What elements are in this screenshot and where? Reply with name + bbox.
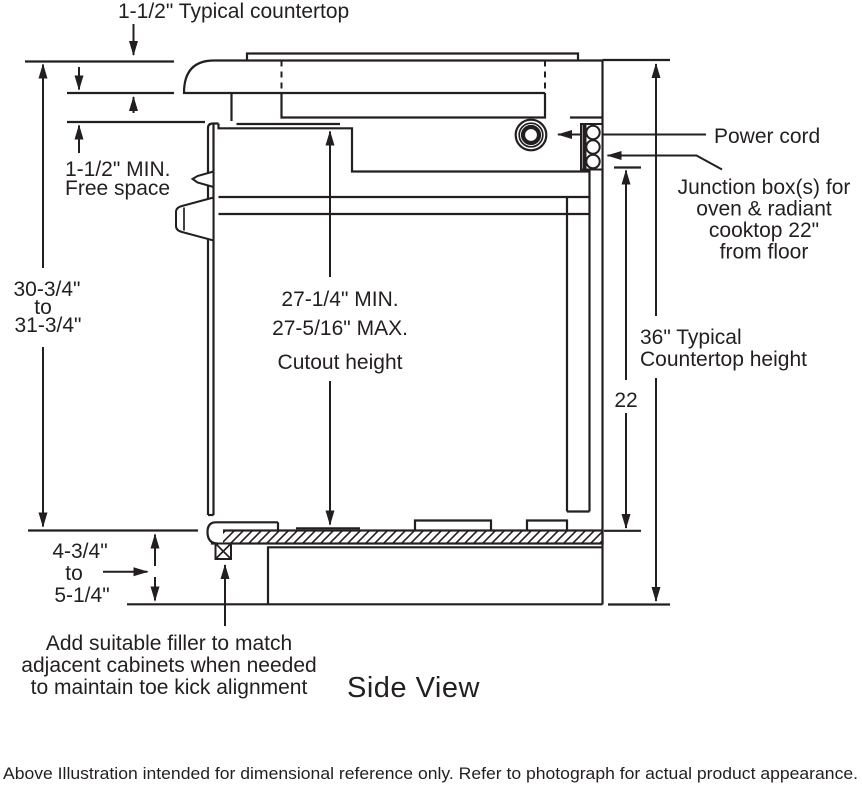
power-cord-icon bbox=[514, 118, 548, 152]
dim-junction-height-22: 22 bbox=[604, 166, 641, 532]
cooktop-lip bbox=[245, 52, 580, 61]
bottom-trim bbox=[206, 521, 278, 545]
cooktop-slab bbox=[182, 59, 603, 95]
range-height-line3: 31-3/4" bbox=[15, 314, 82, 337]
power-cord-label: Power cord bbox=[714, 125, 820, 148]
free-space-label-line2: Free space bbox=[65, 177, 170, 200]
countertop-height-line1: 36" Typical bbox=[640, 326, 742, 349]
junction-label-line3: cooktop 22" bbox=[709, 219, 819, 242]
junction-box-callout: Junction box(s) for oven & radiant cookt… bbox=[580, 123, 851, 264]
filler-note-line1: Add suitable filler to match bbox=[46, 632, 292, 655]
disclaimer-text: Above Illustration intended for dimensio… bbox=[3, 765, 858, 783]
cooktop-profile bbox=[182, 52, 603, 126]
dim-22-label: 22 bbox=[614, 389, 637, 412]
free-space-label-line1: 1-1/2" MIN. bbox=[65, 158, 170, 181]
door-handle-icon bbox=[175, 196, 215, 242]
power-cord-callout: Power cord bbox=[514, 118, 820, 152]
filler-note-line2: adjacent cabinets when needed bbox=[21, 654, 316, 677]
cooktop-body bbox=[280, 93, 547, 119]
dim-free-space: 1-1/2" MIN. Free space bbox=[65, 67, 170, 200]
filler-note-line3: to maintain toe kick alignment bbox=[31, 676, 308, 699]
hatch-strip bbox=[210, 529, 604, 545]
dim-cutout-height: 27-1/4" MIN. 27-5/16" MAX. Cutout height bbox=[272, 130, 408, 530]
countertop-height-line2: Countertop height bbox=[640, 348, 807, 371]
junction-box-icon bbox=[580, 123, 604, 171]
support-foot-left bbox=[413, 519, 493, 531]
support-foot-right bbox=[525, 519, 569, 531]
junction-label-line2: oven & radiant bbox=[696, 198, 832, 221]
toe-kick-label-line2: to bbox=[65, 562, 83, 585]
dim-toe-kick: 4-3/4" to 5-1/4" bbox=[52, 533, 160, 607]
dim-countertop-thickness: 1-1/2" Typical countertop bbox=[118, 0, 349, 113]
toe-kick-label-line1: 4-3/4" bbox=[52, 540, 107, 563]
countertop-thickness-label: 1-1/2" Typical countertop bbox=[118, 0, 349, 23]
dim-range-height: 30-3/4" to 31-3/4" bbox=[14, 63, 198, 532]
cutout-label-line2: 27-5/16" MAX. bbox=[272, 317, 408, 340]
filler-note: Add suitable filler to match adjacent ca… bbox=[21, 564, 317, 699]
toe-kick-label-line3: 5-1/4" bbox=[54, 584, 109, 607]
countertop-left-profile bbox=[25, 60, 205, 124]
junction-label-line1: Junction box(s) for bbox=[678, 176, 851, 199]
junction-box-leader bbox=[606, 151, 723, 171]
dim-countertop-height-36: 36" Typical Countertop height bbox=[608, 63, 807, 606]
range-height-line1: 30-3/4" bbox=[14, 278, 81, 301]
range-height-line2: to bbox=[34, 296, 52, 319]
cutout-label-line1: 27-1/4" MIN. bbox=[281, 288, 398, 311]
filler-block-icon bbox=[214, 542, 232, 560]
view-title: Side View bbox=[347, 672, 480, 704]
toe-kick bbox=[266, 546, 603, 605]
oven-unit-profile bbox=[175, 122, 604, 560]
junction-label-line4: from floor bbox=[720, 241, 809, 264]
cutout-label-line3: Cutout height bbox=[278, 351, 403, 374]
door-latch-icon bbox=[190, 170, 215, 189]
